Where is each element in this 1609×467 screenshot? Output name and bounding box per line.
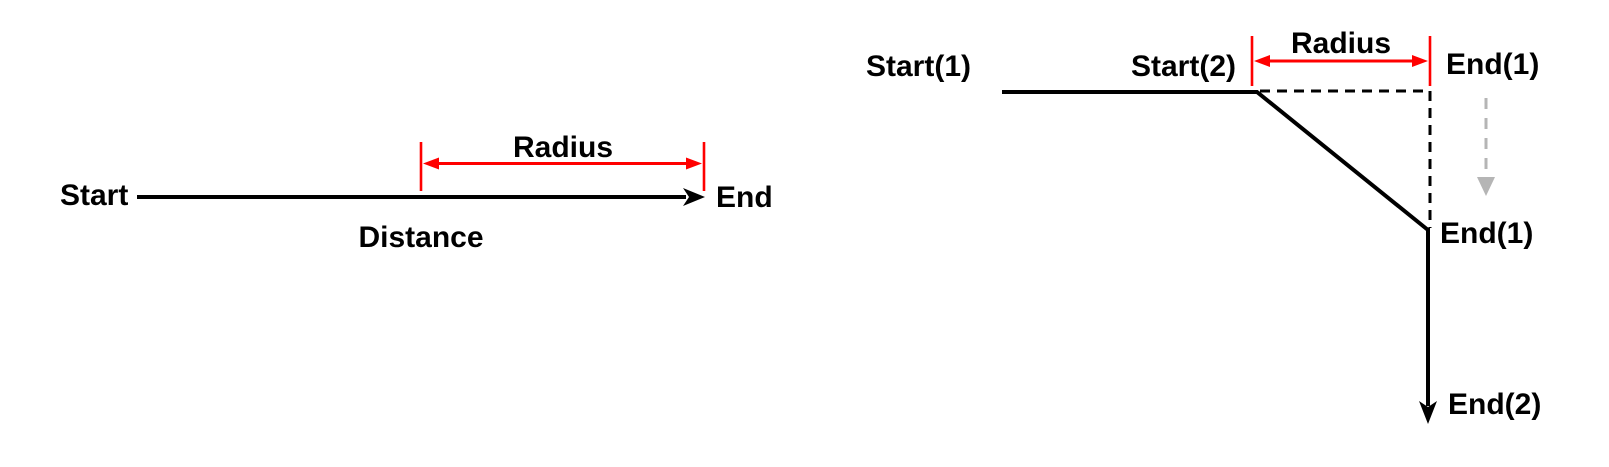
end1-ghost-label: End(1) (1446, 48, 1539, 81)
original-route-dashed-line (1260, 89, 1432, 228)
turn-route-diagram: Start(1) Start(2) Radius End(1) (866, 27, 1541, 424)
radius-dimension: Radius (419, 131, 706, 191)
distance-label: Distance (358, 221, 483, 254)
radius-dimension-right: Radius (1250, 27, 1432, 86)
distance-arrowhead-icon (683, 188, 705, 206)
radius-arrowhead-right-icon (1412, 55, 1428, 67)
start1-label: Start(1) (866, 50, 971, 83)
end2-arrowhead-icon (1419, 401, 1437, 424)
radius-label: Radius (513, 131, 613, 164)
end1-label: End(1) (1440, 217, 1533, 250)
route-path (1002, 90, 1430, 232)
end2-label: End(2) (1448, 388, 1541, 421)
radius-arrowhead-left-icon (423, 157, 439, 170)
start2-label: Start(2) (1131, 50, 1236, 83)
radius-arrowhead-right-icon (686, 157, 702, 170)
start-label: Start (60, 179, 128, 212)
radius-arrowhead-left-icon (1254, 55, 1270, 67)
end-label: End (716, 181, 773, 214)
radius-label: Radius (1291, 27, 1391, 60)
end1-ghost-arrowhead-icon (1477, 177, 1495, 196)
straight-route-diagram: Start End Radius Distance (60, 131, 773, 254)
